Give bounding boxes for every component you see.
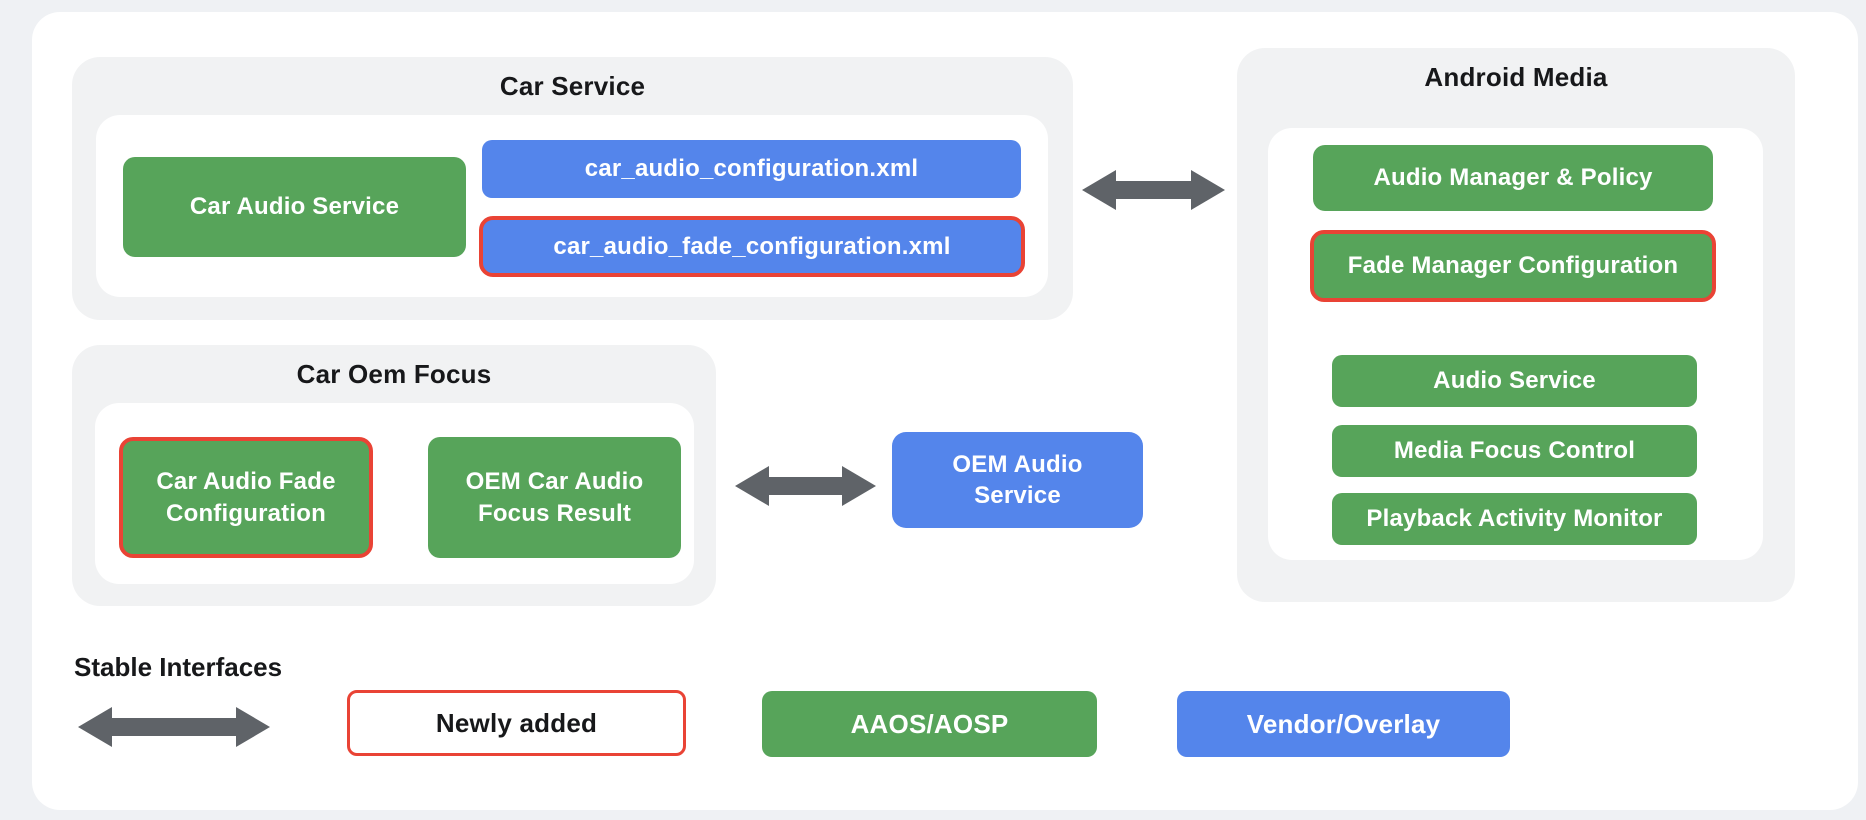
group-car-service-title: Car Service bbox=[499, 71, 646, 101]
legend-vendor-overlay: Vendor/Overlay bbox=[1177, 691, 1510, 757]
group-car-oem-focus: Car Oem Focus Car Audio Fade Configurati… bbox=[72, 345, 716, 606]
node-car-audio-service: Car Audio Service bbox=[123, 157, 466, 257]
node-audio-manager-policy: Audio Manager & Policy bbox=[1313, 145, 1713, 211]
node-car-audio-fade-configuration: Car Audio Fade Configuration bbox=[119, 437, 373, 558]
node-fade-manager-configuration: Fade Manager Configuration bbox=[1310, 230, 1716, 302]
legend-newly-added: Newly added bbox=[347, 690, 686, 756]
arrow-shaft bbox=[769, 477, 842, 495]
legend-aaos-aosp: AAOS/AOSP bbox=[762, 691, 1097, 757]
node-car-audio-fade-configuration-xml: car_audio_fade_configuration.xml bbox=[479, 216, 1025, 277]
arrow-car-service-android-media bbox=[1082, 170, 1225, 210]
node-car-audio-configuration-xml: car_audio_configuration.xml bbox=[482, 140, 1021, 198]
node-audio-service: Audio Service bbox=[1332, 355, 1697, 407]
node-media-focus-control: Media Focus Control bbox=[1332, 425, 1697, 477]
node-oem-audio-service: OEM Audio Service bbox=[892, 432, 1143, 528]
legend-stable-interfaces-label: Stable Interfaces bbox=[74, 652, 283, 682]
group-car-oem-focus-inner: Car Audio Fade Configuration OEM Car Aud… bbox=[95, 403, 694, 584]
arrow-shaft bbox=[1116, 181, 1191, 199]
group-car-oem-focus-title: Car Oem Focus bbox=[296, 359, 492, 389]
node-oem-car-audio-focus-result: OEM Car Audio Focus Result bbox=[428, 437, 681, 558]
group-android-media-inner: Audio Manager & Policy Fade Manager Conf… bbox=[1268, 128, 1763, 560]
group-android-media-title: Android Media bbox=[1424, 62, 1608, 92]
arrow-car-oem-focus-oem-audio-service bbox=[735, 466, 876, 506]
group-car-service-inner: Car Audio Service car_audio_configuratio… bbox=[96, 115, 1048, 297]
arrow-shaft bbox=[112, 718, 236, 736]
node-playback-activity-monitor: Playback Activity Monitor bbox=[1332, 493, 1697, 545]
legend-stable-interfaces-arrow bbox=[78, 707, 270, 747]
group-android-media: Android Media Audio Manager & Policy Fad… bbox=[1237, 48, 1795, 602]
group-car-service: Car Service Car Audio Service car_audio_… bbox=[72, 57, 1073, 320]
